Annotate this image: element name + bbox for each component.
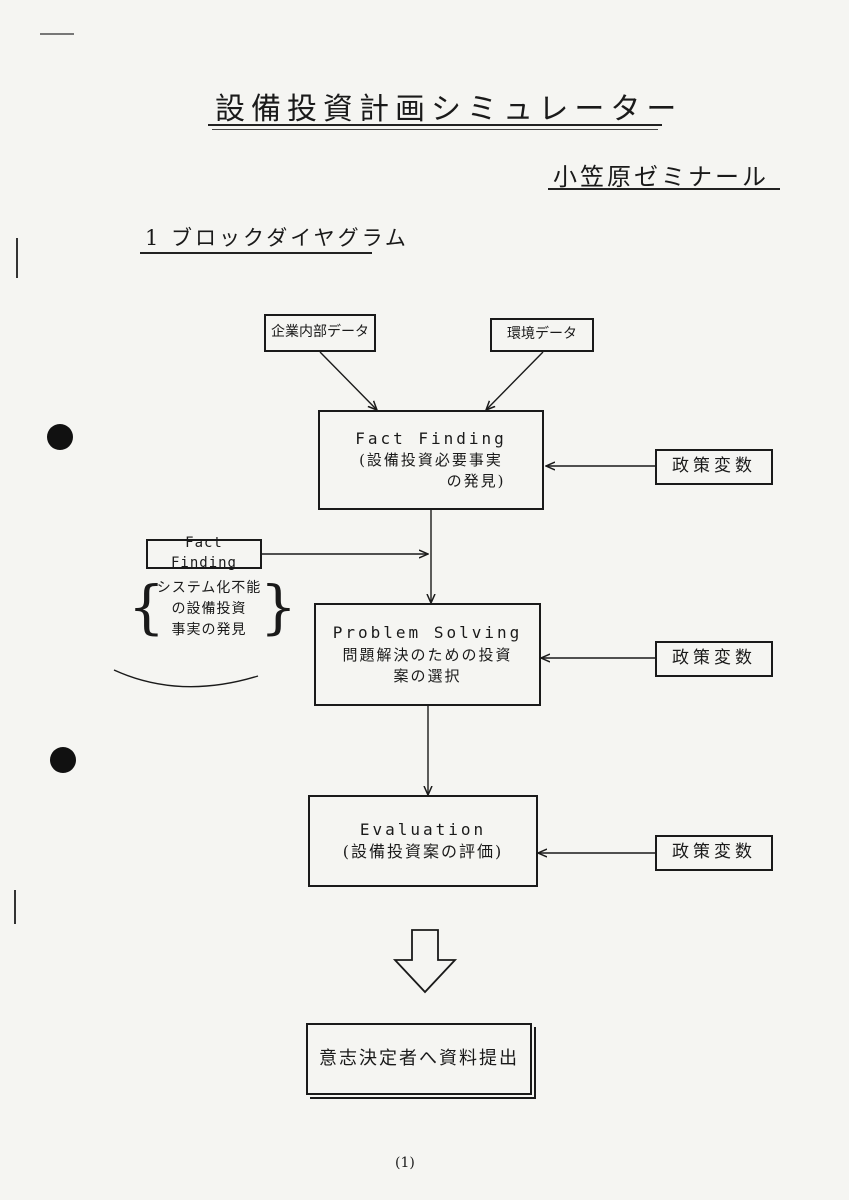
problem-solving-line2: 案の選択 bbox=[393, 666, 462, 685]
policy-variable-box-3: 政策変数 bbox=[655, 835, 773, 871]
binder-hole-top bbox=[47, 424, 73, 450]
edge-mark bbox=[40, 33, 74, 35]
internal-data-box: 企業内部データ bbox=[264, 314, 376, 352]
output-label: 意志決定者へ資料提出 bbox=[319, 1048, 519, 1070]
side-note-line3: 事実の発見 bbox=[171, 622, 247, 638]
side-note-line2: の設備投資 bbox=[171, 601, 247, 617]
section-underline bbox=[140, 252, 372, 254]
policy-variable-box-2: 政策変数 bbox=[655, 641, 773, 677]
document-title: 設備投資計画シミュレーター bbox=[215, 92, 683, 127]
fact-finding-title: Fact Finding bbox=[355, 428, 507, 448]
page-number: (1) bbox=[395, 1155, 415, 1171]
policy-variable-box-1: 政策変数 bbox=[655, 449, 773, 485]
title-underline bbox=[208, 124, 662, 126]
arrow-env-to-fact bbox=[486, 351, 544, 410]
side-fact-finding-box: Fact Finding bbox=[146, 535, 262, 571]
side-fact-finding-label: Fact Finding bbox=[170, 535, 237, 571]
problem-solving-line1: 問題解決のための投資 bbox=[342, 645, 513, 664]
policy-variable-label: 政策変数 bbox=[672, 648, 756, 669]
output-arrow bbox=[392, 929, 458, 994]
side-fact-finding-notes: システム化不能 の設備投資 事実の発見 bbox=[150, 578, 268, 641]
fact-finding-line1: (設備投資必要事実 bbox=[359, 451, 503, 470]
edge-mark bbox=[14, 890, 16, 924]
fact-finding-box: Fact Finding (設備投資必要事実 の発見) bbox=[318, 410, 544, 510]
side-note-curve bbox=[113, 669, 259, 688]
fact-finding-line2: の発見) bbox=[446, 472, 506, 491]
policy-variable-label: 政策変数 bbox=[672, 456, 756, 477]
evaluation-title: Evaluation bbox=[359, 819, 487, 839]
evaluation-line1: (設備投資案の評価) bbox=[342, 842, 504, 861]
edge-mark bbox=[16, 238, 18, 278]
problem-solving-box: Problem Solving 問題解決のための投資 案の選択 bbox=[314, 603, 541, 706]
right-brace: } bbox=[260, 573, 297, 641]
binder-hole-bottom bbox=[50, 747, 76, 773]
left-brace: { bbox=[128, 573, 165, 641]
policy-variable-label: 政策変数 bbox=[672, 842, 756, 863]
environment-data-label: 環境データ bbox=[507, 326, 577, 343]
side-note-line1: システム化不能 bbox=[156, 580, 262, 596]
internal-data-label: 企業内部データ bbox=[271, 324, 369, 341]
title-underline bbox=[212, 129, 658, 130]
environment-data-box: 環境データ bbox=[490, 318, 594, 352]
section-heading: 1 ブロックダイヤグラム bbox=[145, 226, 409, 250]
arrow-internal-to-fact bbox=[319, 351, 377, 410]
problem-solving-title: Problem Solving bbox=[332, 623, 523, 643]
seminar-underline bbox=[548, 188, 780, 190]
output-box: 意志決定者へ資料提出 bbox=[306, 1023, 532, 1095]
seminar-name: 小笠原ゼミナール bbox=[553, 163, 769, 191]
evaluation-box: Evaluation (設備投資案の評価) bbox=[308, 795, 538, 887]
